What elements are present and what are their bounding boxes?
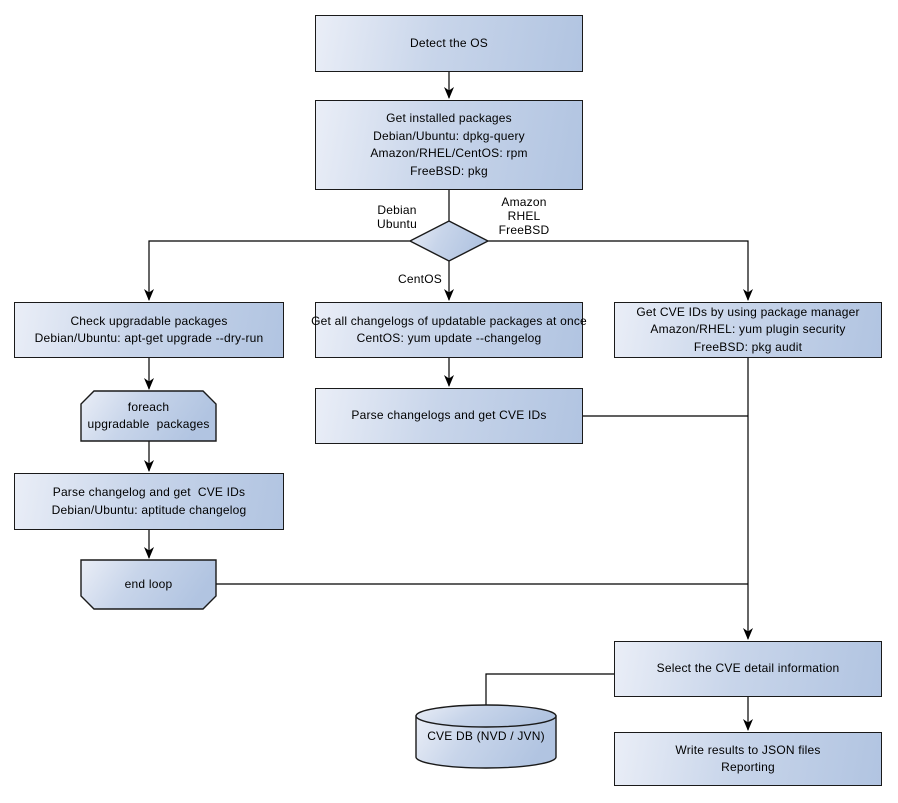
edge-decision-to-check-upgradable: [144, 240, 410, 301]
node-get-cve-ids-pkg-manager-label: Get CVE IDs by using package manager Ama…: [636, 304, 860, 354]
cve-db-cylinder-top: [415, 704, 557, 728]
node-parse-changelog-debian-label: Parse changelog and get CVE IDs Debian/U…: [51, 485, 247, 517]
os-decision-diamond: [408, 220, 490, 262]
node-detect-os: Detect the OS: [315, 15, 583, 72]
foreach-loop-begin-shape: [80, 390, 217, 442]
edge-cvedb-to-select: [485, 673, 614, 705]
node-get-installed-packages: Get installed packages Debian/Ubuntu: dp…: [315, 100, 583, 190]
branch-label-centos: CentOS: [398, 272, 442, 286]
node-select-cve-detail-label: Select the CVE detail information: [656, 661, 840, 676]
node-select-cve-detail: Select the CVE detail information: [614, 641, 882, 697]
node-get-all-changelogs-label: Get all changelogs of updatable packages…: [311, 313, 587, 346]
node-write-results-label: Write results to JSON files Reporting: [675, 742, 821, 775]
node-get-installed-packages-label: Get installed packages Debian/Ubuntu: dp…: [370, 111, 528, 178]
edge-decision-to-get-cve-ids: [488, 240, 753, 301]
cve-db-cylinder-body: [415, 715, 557, 769]
node-check-upgradable-label: Check upgradable packages Debian/Ubuntu:…: [34, 313, 264, 346]
node-write-results: Write results to JSON files Reporting: [614, 732, 882, 786]
node-parse-changelogs-centos: Parse changelogs and get CVE IDs: [315, 388, 583, 444]
branch-label-amazon-rhel-freebsd: Amazon RHEL FreeBSD: [498, 195, 550, 237]
node-parse-changelogs-centos-label: Parse changelogs and get CVE IDs: [351, 408, 547, 423]
node-detect-os-label: Detect the OS: [410, 35, 488, 50]
node-get-cve-ids-pkg-manager: Get CVE IDs by using package manager Ama…: [614, 302, 882, 358]
branch-label-debian-ubuntu: Debian Ubuntu: [377, 203, 417, 231]
end-loop-shape: [80, 559, 217, 610]
node-check-upgradable: Check upgradable packages Debian/Ubuntu:…: [14, 302, 284, 358]
node-parse-changelog-debian: Parse changelog and get CVE IDs Debian/U…: [14, 473, 284, 530]
node-get-all-changelogs: Get all changelogs of updatable packages…: [311, 302, 587, 358]
